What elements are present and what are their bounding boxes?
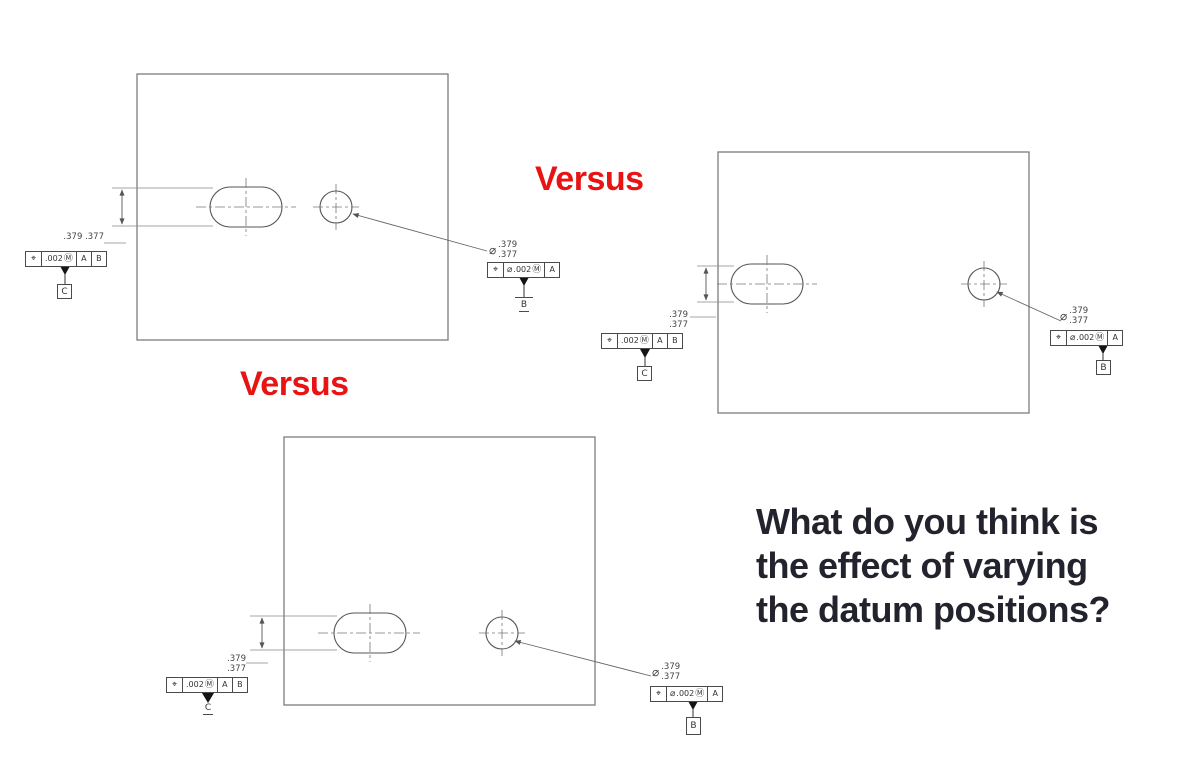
datum-label-b: B: [1096, 360, 1111, 375]
position-symbol-icon: ⌖: [492, 265, 499, 275]
datum-label-c: C: [637, 366, 652, 381]
datum-label-c: C: [57, 284, 72, 299]
datum-reference-a: A: [1107, 331, 1122, 345]
slot-size-dimension: .379 .377: [63, 232, 104, 242]
mmc-modifier-icon: Ⓜ: [63, 254, 73, 264]
position-symbol-icon: ⌖: [606, 336, 613, 346]
hole-leader-line: [352, 213, 488, 252]
tolerance-value: .002: [513, 265, 532, 274]
datum-label-c: C: [202, 703, 214, 715]
mmc-modifier-icon: Ⓜ: [532, 265, 542, 275]
datum-triangle-b: [1098, 345, 1108, 354]
hole-leader-line: [996, 291, 1062, 322]
position-symbol-icon: ⌖: [30, 254, 37, 264]
position-symbol-icon: ⌖: [655, 689, 662, 699]
datum-triangle-c: [640, 349, 650, 358]
tolerance-value: .002: [186, 680, 204, 689]
drawing-3-linework: [202, 436, 698, 717]
datum-reference-a: A: [707, 687, 722, 701]
tolerance-value: .002: [621, 336, 639, 345]
diameter-symbol-icon: ⌀: [652, 665, 660, 679]
slot-size-dimension: .379 .377: [227, 654, 246, 674]
tolerance-value: .002: [45, 254, 63, 263]
datum-reference-b: B: [231, 678, 247, 692]
diameter-symbol-icon: ⌀: [1060, 309, 1068, 323]
position-symbol-icon: ⌖: [1055, 333, 1062, 343]
diameter-symbol-icon: ⌀: [1070, 333, 1076, 343]
question-text: What do you think is the effect of varyi…: [756, 500, 1156, 632]
diameter-symbol-icon: ⌀: [507, 265, 513, 275]
tolerance-value: .002: [676, 689, 695, 698]
versus-label-2: Versus: [240, 365, 349, 403]
datum-triangle-c: [60, 266, 70, 275]
datum-triangle-b: [688, 701, 698, 710]
datum-label-b: B: [686, 717, 701, 735]
diameter-symbol-icon: ⌀: [670, 689, 676, 699]
part-outline: [283, 436, 596, 706]
part-outline: [136, 73, 449, 341]
datum-reference-b: B: [90, 252, 106, 266]
diameter-symbol-icon: ⌀: [489, 243, 497, 257]
position-symbol-icon: ⌖: [171, 680, 178, 690]
part-outline: [717, 151, 1030, 414]
hole-size-dimension: ⌀ .379 .377: [489, 240, 518, 260]
datum-reference-a: A: [651, 334, 667, 348]
mmc-modifier-icon: Ⓜ: [695, 689, 705, 699]
drawing-1-linework: [60, 73, 529, 341]
drawing-2-linework: [640, 151, 1108, 414]
hole-size-dimension: ⌀ .379 .377: [1060, 306, 1089, 326]
versus-label-1: Versus: [535, 160, 644, 198]
mmc-modifier-icon: Ⓜ: [1095, 333, 1105, 343]
question-line-1: What do you think is: [756, 501, 1098, 542]
hole-leader-line: [514, 639, 652, 677]
datum-reference-b: B: [666, 334, 682, 348]
datum-reference-a: A: [216, 678, 232, 692]
datum-triangle-b: [519, 277, 529, 286]
mmc-modifier-icon: Ⓜ: [204, 680, 214, 690]
hole-size-dimension: ⌀ .379 .377: [652, 662, 681, 682]
datum-reference-a: A: [75, 252, 91, 266]
datum-label-b: B: [515, 297, 533, 312]
datum-triangle-c: [202, 693, 214, 703]
slot-size-dimension: .379 .377: [669, 310, 688, 330]
question-line-2: the effect of varying: [756, 545, 1088, 586]
datum-reference-a: A: [544, 263, 559, 277]
mmc-modifier-icon: Ⓜ: [639, 336, 649, 346]
question-line-3: the datum positions?: [756, 589, 1111, 630]
tolerance-value: .002: [1076, 333, 1095, 342]
